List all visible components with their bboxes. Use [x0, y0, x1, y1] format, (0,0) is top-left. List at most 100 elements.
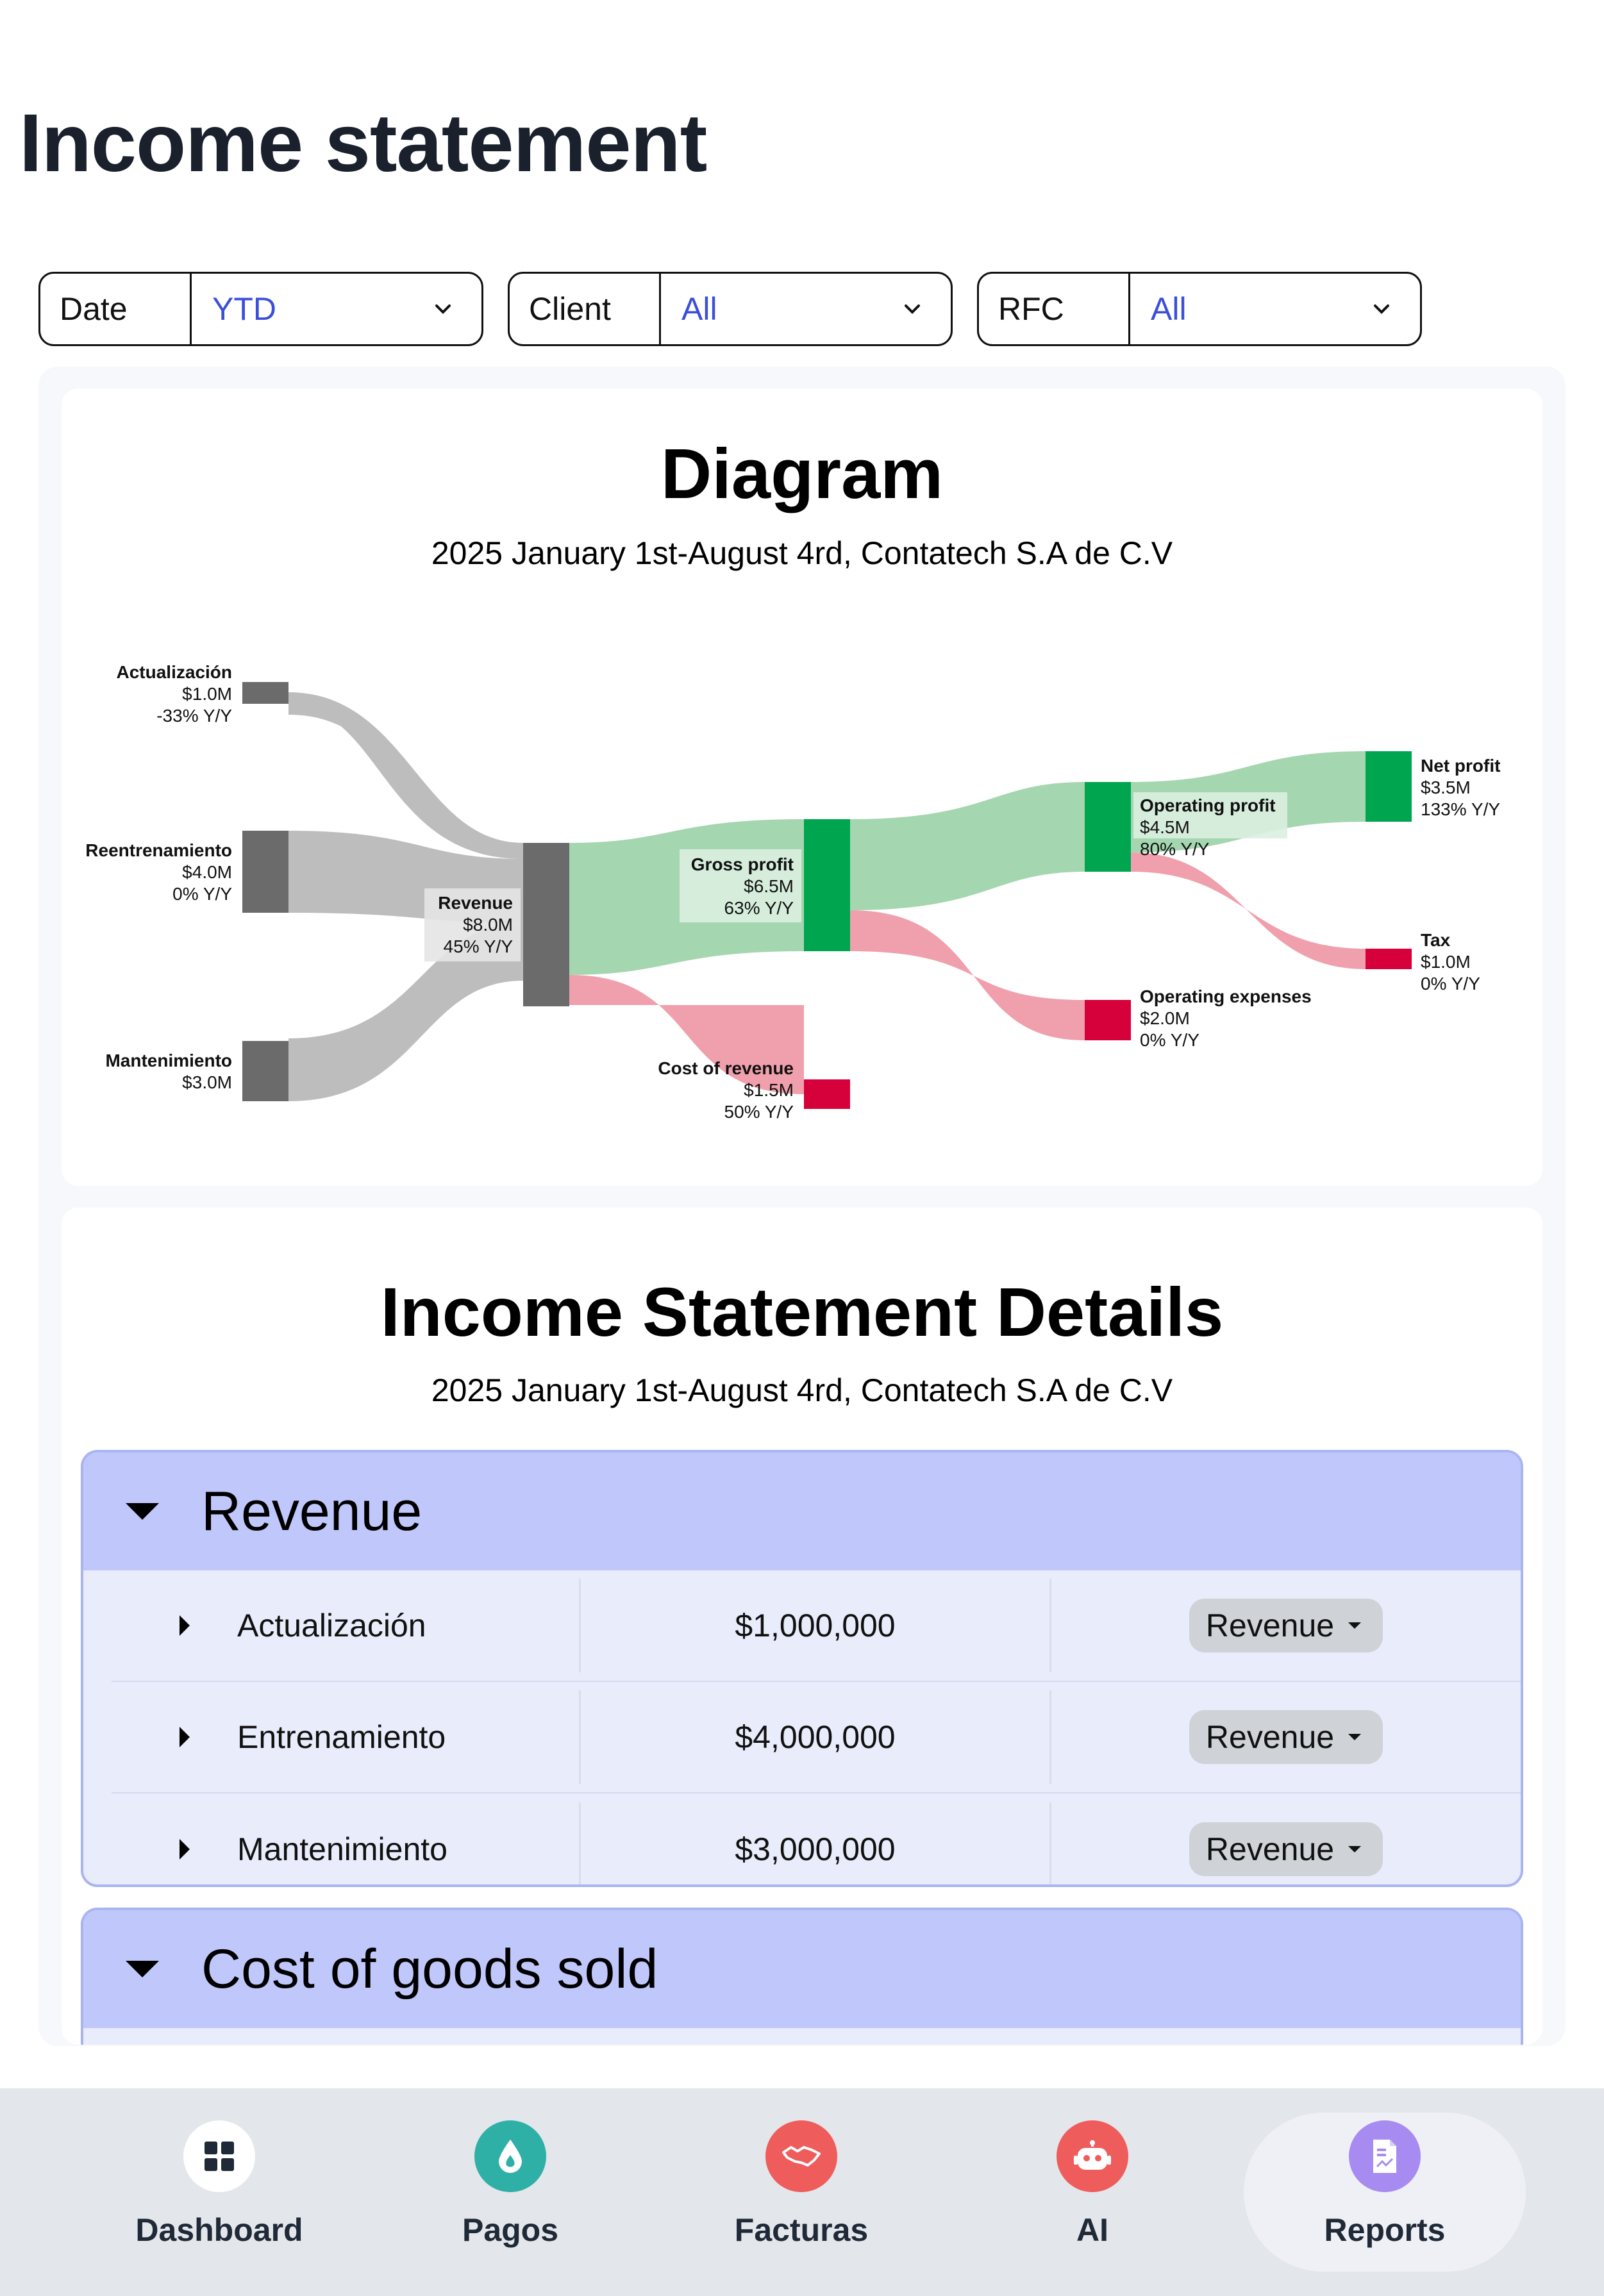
label-revenue-value: $8.0M — [463, 915, 513, 935]
caret-down-icon — [126, 1503, 159, 1520]
robot-icon — [1057, 2120, 1128, 2192]
nav-label: Pagos — [462, 2212, 559, 2248]
row-amount: $4,000,000 — [581, 1690, 1051, 1784]
section-cogs: Cost of goods sold — [81, 1908, 1523, 2045]
rfc-filter-label: RFC — [979, 274, 1130, 344]
category-value: Revenue — [1205, 1608, 1335, 1643]
node-operating-expenses — [1085, 1000, 1131, 1040]
node-entrenamiento — [242, 831, 288, 913]
label-net-profit-name: Net profit — [1421, 756, 1500, 776]
caret-down-icon — [126, 1961, 159, 1977]
node-revenue — [523, 843, 569, 1006]
rfc-filter[interactable]: RFC All — [977, 272, 1422, 346]
label-operating-expenses-yoy: 0% Y/Y — [1140, 1030, 1199, 1050]
client-filter-select[interactable]: All — [661, 290, 951, 328]
category-value: Revenue — [1205, 1831, 1335, 1867]
report-icon — [1349, 2120, 1421, 2192]
label-gross-profit-value: $6.5M — [744, 876, 794, 896]
details-subtitle: 2025 January 1st-August 4rd, Contatech S… — [431, 1372, 1173, 1408]
chevron-down-icon — [1348, 1622, 1362, 1629]
nav-pagos[interactable]: Pagos — [369, 2088, 651, 2296]
nav-label: Reports — [1324, 2212, 1446, 2248]
node-gross-profit — [804, 819, 850, 951]
caret-right-icon[interactable] — [180, 1615, 190, 1636]
page-title: Income statement — [19, 97, 707, 189]
client-filter[interactable]: Client All — [508, 272, 953, 346]
chevron-down-icon — [1348, 1846, 1362, 1852]
node-net-profit — [1366, 751, 1412, 822]
date-filter-value: YTD — [212, 291, 276, 327]
label-entrenamiento-value: $4.0M — [182, 862, 232, 882]
nav-dashboard[interactable]: Dashboard — [78, 2088, 360, 2296]
rfc-filter-value: All — [1151, 291, 1187, 327]
section-name: Cost of goods sold — [201, 1938, 658, 2000]
details-title: Income Statement Details — [380, 1273, 1224, 1351]
caret-right-icon[interactable] — [180, 1727, 190, 1747]
label-cost-of-revenue-name: Cost of revenue — [658, 1058, 794, 1078]
chevron-down-icon — [430, 296, 456, 322]
label-gross-profit-yoy: 63% Y/Y — [724, 898, 794, 918]
row-amount: $3,000,000 — [581, 1802, 1051, 1884]
category-dropdown[interactable]: Revenue — [1189, 1710, 1383, 1764]
label-gross-profit-name: Gross profit — [691, 854, 794, 874]
grid-icon — [183, 2120, 255, 2192]
label-bg-operating-profit — [1133, 792, 1287, 838]
date-filter-select[interactable]: YTD — [192, 290, 481, 328]
section-revenue: Revenue Actualización $1,000,000 Revenue… — [81, 1450, 1523, 1887]
label-operating-profit-value: $4.5M — [1140, 817, 1190, 837]
chevron-down-icon — [899, 296, 925, 322]
chevron-down-icon — [1369, 296, 1394, 322]
caret-right-icon[interactable] — [180, 1839, 190, 1859]
table-row[interactable]: Mantenimiento $3,000,000 Revenue — [112, 1793, 1521, 1884]
label-operating-profit-yoy: 80% Y/Y — [1140, 839, 1210, 859]
category-dropdown[interactable]: Revenue — [1189, 1599, 1383, 1652]
label-mantenimiento-name: Mantenimiento — [105, 1051, 232, 1070]
node-operating-profit — [1085, 782, 1131, 872]
nav-facturas[interactable]: Facturas — [660, 2088, 942, 2296]
row-amount: $1,000,000 — [581, 1579, 1051, 1672]
nav-label: AI — [1076, 2212, 1108, 2248]
diagram-subtitle: 2025 January 1st-August 4rd, Contatech S… — [431, 535, 1173, 571]
node-cost-of-revenue — [804, 1079, 850, 1109]
section-name: Revenue — [201, 1480, 422, 1542]
row-name: Entrenamiento — [237, 1719, 446, 1755]
diagram-title: Diagram — [660, 435, 944, 513]
rfc-filter-select[interactable]: All — [1130, 290, 1420, 328]
link-mantenimiento-revenue — [288, 923, 523, 1101]
section-cogs-header[interactable]: Cost of goods sold — [83, 1910, 1521, 2028]
label-tax-name: Tax — [1421, 930, 1451, 950]
label-tax-value: $1.0M — [1421, 952, 1471, 972]
nav-ai[interactable]: AI — [951, 2088, 1233, 2296]
label-net-profit-yoy: 133% Y/Y — [1421, 799, 1500, 819]
label-cost-of-revenue-value: $1.5M — [744, 1080, 794, 1100]
label-cost-of-revenue-yoy: 50% Y/Y — [724, 1102, 794, 1122]
label-revenue-yoy: 45% Y/Y — [444, 936, 514, 956]
date-filter[interactable]: Date YTD — [38, 272, 483, 346]
row-name: Mantenimiento — [237, 1831, 447, 1867]
section-revenue-header[interactable]: Revenue — [83, 1452, 1521, 1570]
link-actualizacion-revenue-band — [288, 692, 523, 859]
label-mantenimiento-value: $3.0M — [182, 1072, 232, 1092]
date-filter-label: Date — [40, 274, 192, 344]
row-name: Actualización — [237, 1608, 426, 1643]
table-row[interactable]: Actualización $1,000,000 Revenue — [112, 1570, 1521, 1682]
node-tax — [1366, 949, 1412, 969]
label-entrenamiento-yoy: 0% Y/Y — [172, 884, 232, 904]
table-row[interactable]: Entrenamiento $4,000,000 Revenue — [112, 1682, 1521, 1793]
chevron-down-icon — [1348, 1734, 1362, 1740]
link-grossprofit-operatingprofit — [850, 782, 1085, 910]
category-value: Revenue — [1205, 1719, 1335, 1755]
label-tax-yoy: 0% Y/Y — [1421, 974, 1480, 994]
nav-reports[interactable]: Reports — [1244, 2088, 1526, 2296]
label-entrenamiento-name: Reentrenamiento — [85, 840, 232, 860]
sankey-diagram: Actualización $1.0M -33% Y/Y Reentrenami… — [85, 662, 1500, 1122]
drop-icon — [474, 2120, 546, 2192]
bottom-nav: Dashboard Pagos Facturas AI Reports — [0, 2088, 1604, 2296]
category-dropdown[interactable]: Revenue — [1189, 1822, 1383, 1876]
handshake-icon — [765, 2120, 837, 2192]
node-actualizacion — [242, 682, 288, 704]
label-operating-expenses-name: Operating expenses — [1140, 986, 1312, 1006]
label-bg-revenue — [424, 888, 521, 961]
link-grossprofit-opex — [850, 910, 1085, 1040]
node-mantenimiento — [242, 1041, 288, 1101]
